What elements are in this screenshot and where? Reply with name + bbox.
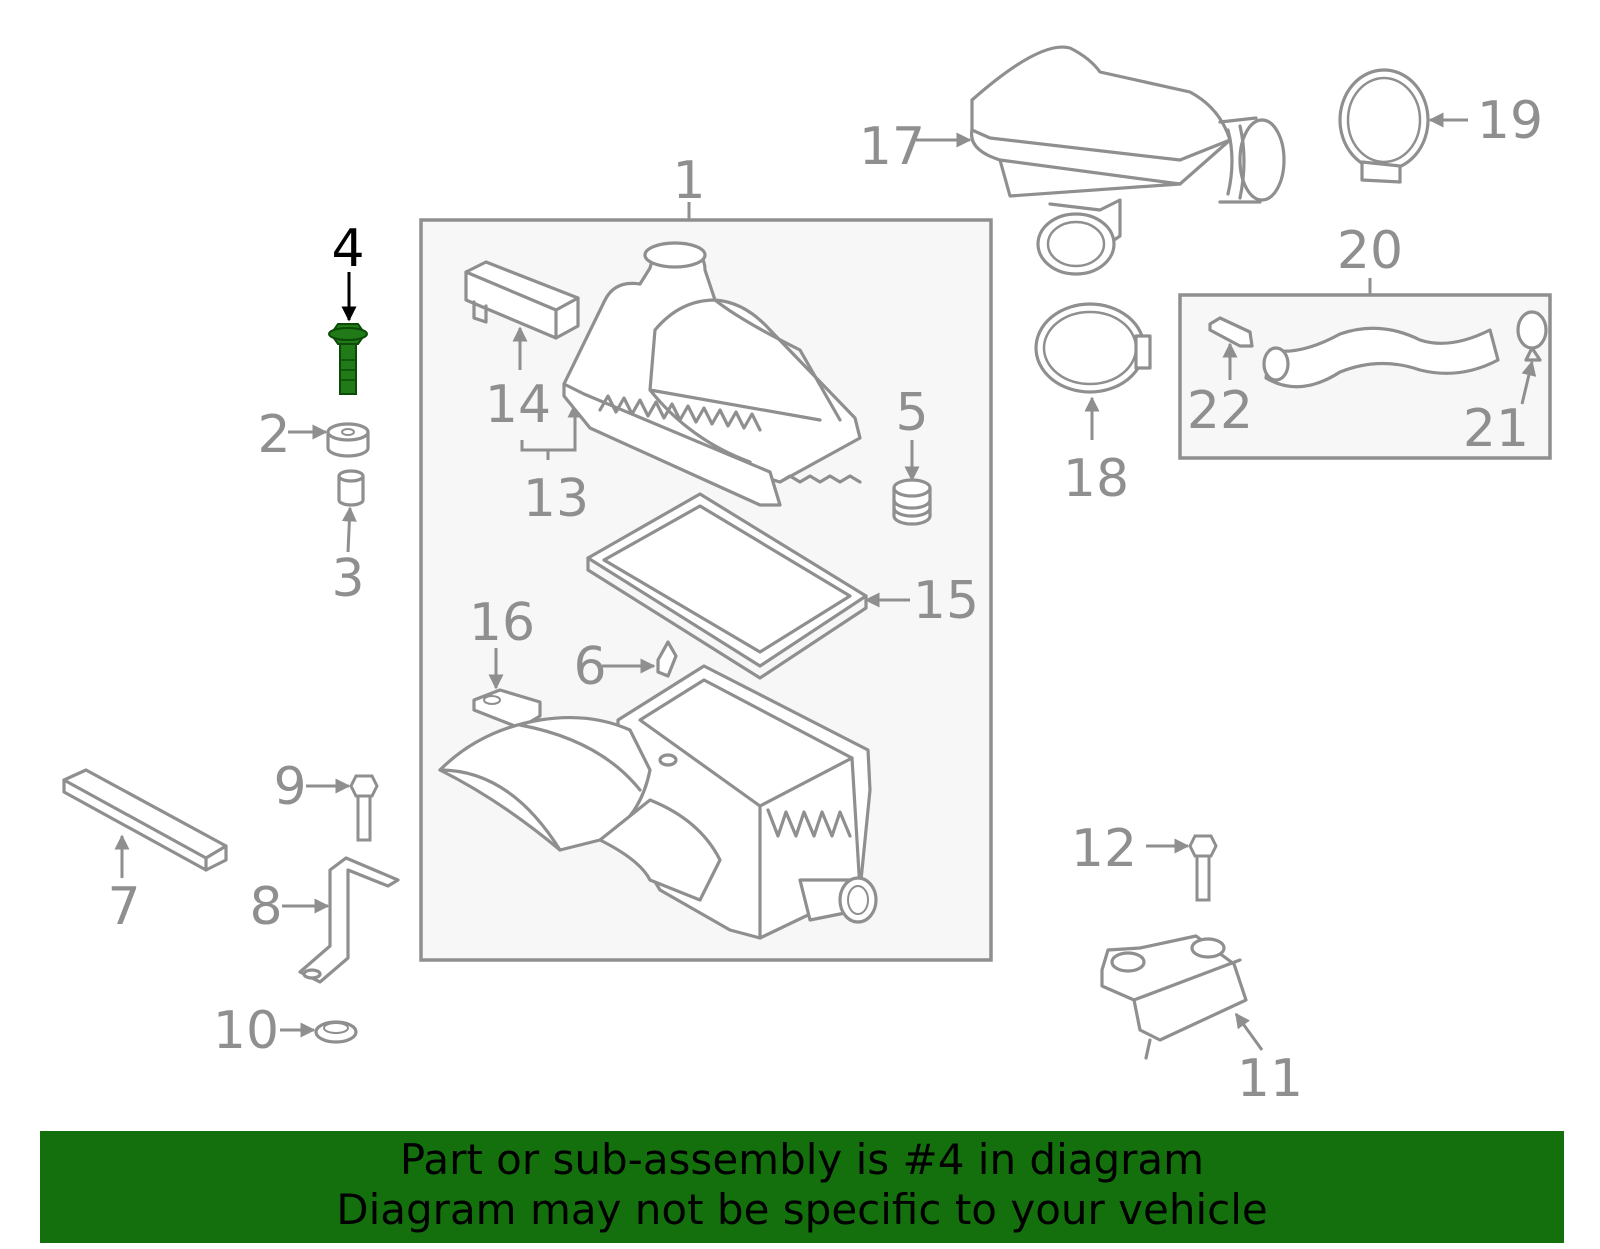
hose-part-20 bbox=[1262, 326, 1500, 389]
clamp-part-19 bbox=[1338, 68, 1430, 184]
clip-part-22 bbox=[1208, 316, 1254, 348]
callout-18: 18 bbox=[1063, 449, 1129, 509]
bracket-part-8 bbox=[298, 856, 400, 984]
callout-14: 14 bbox=[485, 375, 551, 435]
callout-4: 4 bbox=[331, 219, 364, 279]
info-banner: Part or sub-assembly is #4 in diagram Di… bbox=[40, 1131, 1564, 1243]
callout-1: 1 bbox=[672, 151, 705, 211]
mount-part-11 bbox=[1100, 934, 1248, 1060]
banner-line-part: Part or sub-assembly is #4 in diagram bbox=[399, 1135, 1205, 1184]
callout-9: 9 bbox=[273, 757, 306, 817]
callout-16: 16 bbox=[469, 593, 535, 653]
assembly-box-20 bbox=[1178, 293, 1552, 460]
grommet-part-5 bbox=[892, 478, 932, 526]
sensor-part-14 bbox=[464, 260, 580, 340]
callout-3: 3 bbox=[331, 549, 364, 609]
callout-10: 10 bbox=[213, 1001, 279, 1061]
callout-17: 17 bbox=[859, 117, 925, 177]
clamp-part-21 bbox=[1516, 310, 1548, 362]
bolt-part-4[interactable] bbox=[328, 323, 368, 395]
callout-2: 2 bbox=[257, 405, 290, 465]
clamp-part-18 bbox=[1034, 302, 1152, 394]
lower-housing bbox=[438, 664, 878, 940]
banner-line-disclaimer: Diagram may not be specific to your vehi… bbox=[336, 1185, 1268, 1234]
callout-19: 19 bbox=[1477, 91, 1543, 151]
callout-6: 6 bbox=[573, 637, 606, 697]
bolt-part-9 bbox=[349, 774, 379, 842]
callout-12: 12 bbox=[1071, 819, 1137, 879]
bolt-part-12 bbox=[1188, 834, 1218, 902]
callout-13: 13 bbox=[523, 469, 589, 529]
callout-15: 15 bbox=[913, 571, 979, 631]
grommet-part-2 bbox=[326, 422, 370, 458]
callout-20: 20 bbox=[1337, 221, 1403, 281]
callout-22: 22 bbox=[1187, 381, 1253, 441]
clip-part-6 bbox=[656, 640, 678, 678]
pad-part-7 bbox=[62, 768, 228, 872]
callout-21: 21 bbox=[1463, 399, 1529, 459]
callout-5: 5 bbox=[895, 383, 928, 443]
bracket-part-16 bbox=[472, 688, 542, 730]
callout-7: 7 bbox=[107, 877, 140, 937]
callout-11: 11 bbox=[1237, 1049, 1303, 1109]
callout-8: 8 bbox=[249, 877, 282, 937]
air-cleaner-cover bbox=[562, 241, 862, 507]
duct-part-17 bbox=[969, 45, 1286, 276]
plug-part-10 bbox=[314, 1020, 358, 1044]
collar-part-3 bbox=[337, 469, 365, 507]
